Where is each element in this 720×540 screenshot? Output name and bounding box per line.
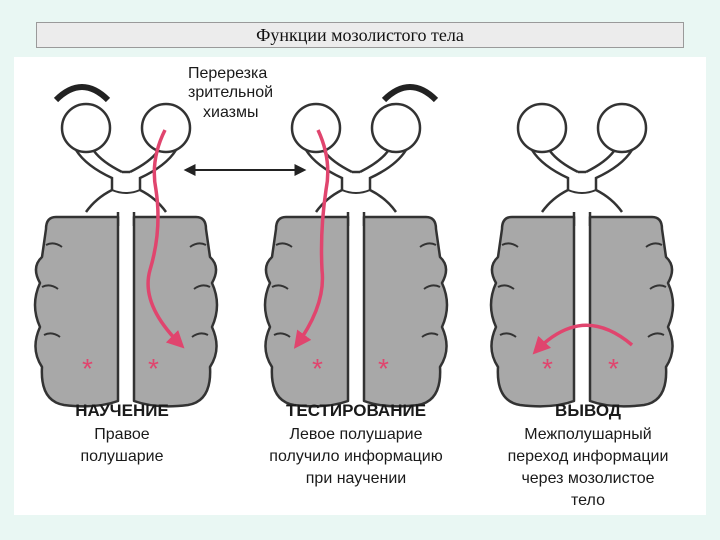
caption-line: через мозолистое (521, 470, 654, 487)
marker-right: * (608, 353, 619, 384)
caption-line: при научении (306, 470, 406, 487)
panel-learning: * * (33, 84, 219, 408)
brain-hemispheres (263, 215, 449, 408)
visual-pathway-arrow (146, 129, 185, 349)
eyes-and-optic-nerves (516, 102, 648, 228)
visual-pathway-arrow (293, 129, 330, 349)
caption-line: Межполушарный (524, 426, 651, 443)
callosal-transfer-arrow (532, 323, 634, 355)
eye-cover-icon (381, 84, 439, 103)
panel-testing: * * (263, 84, 449, 408)
marker-left: * (542, 353, 553, 384)
caption-line: Правое (94, 426, 150, 443)
marker-right: * (148, 353, 159, 384)
slide-title: Функции мозолистого тела (256, 24, 464, 45)
chiasm-label-line-1: Перерезка (188, 65, 267, 82)
panel-conclusion: * * (489, 102, 675, 408)
caption-line: полушарие (80, 448, 163, 465)
caption-heading-testing: ТЕСТИРОВАНИЕ (286, 401, 426, 420)
marker-left: * (312, 353, 323, 384)
marker-right: * (378, 353, 389, 384)
caption-heading-conclusion: ВЫВОД (555, 401, 621, 420)
eyes-and-optic-nerves (60, 102, 192, 228)
chiasm-label-line-2: зрительной (188, 84, 273, 101)
caption-line: переход информации (508, 448, 669, 465)
caption-line: Левое полушарие (290, 426, 423, 443)
brain-hemispheres (489, 215, 675, 408)
brain-hemispheres (33, 215, 219, 408)
caption-heading-learning: НАУЧЕНИЕ (75, 401, 169, 420)
eye-cover-icon (53, 84, 111, 103)
eyes-and-optic-nerves (290, 102, 422, 228)
chiasm-label-line-3: хиазмы (203, 104, 259, 121)
slide-title-bar: Функции мозолистого тела (36, 22, 684, 48)
caption-line: тело (571, 492, 605, 509)
caption-line: получило информацию (269, 448, 442, 465)
marker-left: * (82, 353, 93, 384)
